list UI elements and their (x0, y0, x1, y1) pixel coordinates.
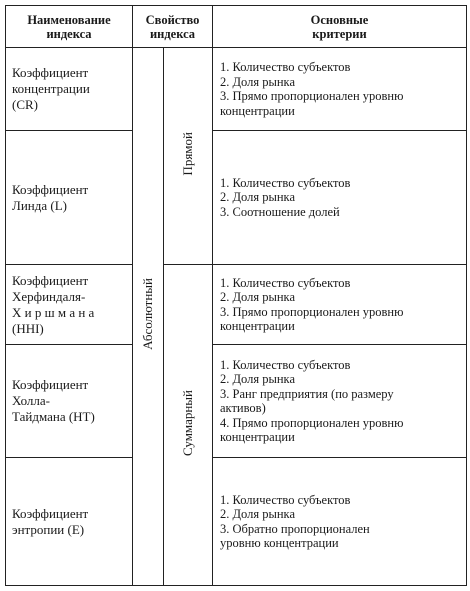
criteria-e: 1. Количество субъектов 2. Доля рынка 3.… (212, 457, 467, 586)
index-name-l: Коэффициент Линда (L) (5, 130, 133, 265)
header-criteria: Основные критерии (212, 5, 467, 48)
table-row: Коэффициент Холла- Тайдмана (HT) 1. Коли… (5, 344, 467, 458)
index-name-e: Коэффициент энтропии (E) (5, 457, 133, 586)
criteria-cr: 1. Количество субъектов 2. Доля рынка 3.… (212, 47, 467, 131)
criteria-l: 1. Количество субъектов 2. Доля рынка 3.… (212, 130, 467, 265)
table-row: Коэффициент энтропии (E) 1. Количество с… (5, 457, 467, 586)
index-name-hhi: Коэффициент Херфиндаля- Х и р ш м а н а … (5, 264, 133, 345)
header-property: Свойство индекса (132, 5, 213, 48)
criteria-hhi: 1. Количество субъектов 2. Доля рынка 3.… (212, 264, 467, 345)
property-absolute: Абсолютный (132, 47, 164, 586)
index-name-ht: Коэффициент Холла- Тайдмана (HT) (5, 344, 133, 458)
index-table: Наименование индекса Свойство индекса Ос… (5, 5, 467, 586)
header-name: Наименование индекса (5, 5, 133, 48)
table-row: Коэффициент Линда (L) 1. Количество субъ… (5, 130, 467, 265)
table-row: Коэффициент концентрации (CR) Абсолютный… (5, 47, 467, 586)
criteria-ht: 1. Количество субъектов 2. Доля рынка 3.… (212, 344, 467, 458)
index-name-cr: Коэффициент концентрации (CR) (5, 47, 133, 131)
property-direct: Прямой (163, 47, 213, 265)
header-row: Наименование индекса Свойство индекса Ос… (5, 5, 467, 48)
table-row: Коэффициент Херфиндаля- Х и р ш м а н а … (5, 264, 467, 586)
property-summary: Суммарный (163, 264, 213, 586)
